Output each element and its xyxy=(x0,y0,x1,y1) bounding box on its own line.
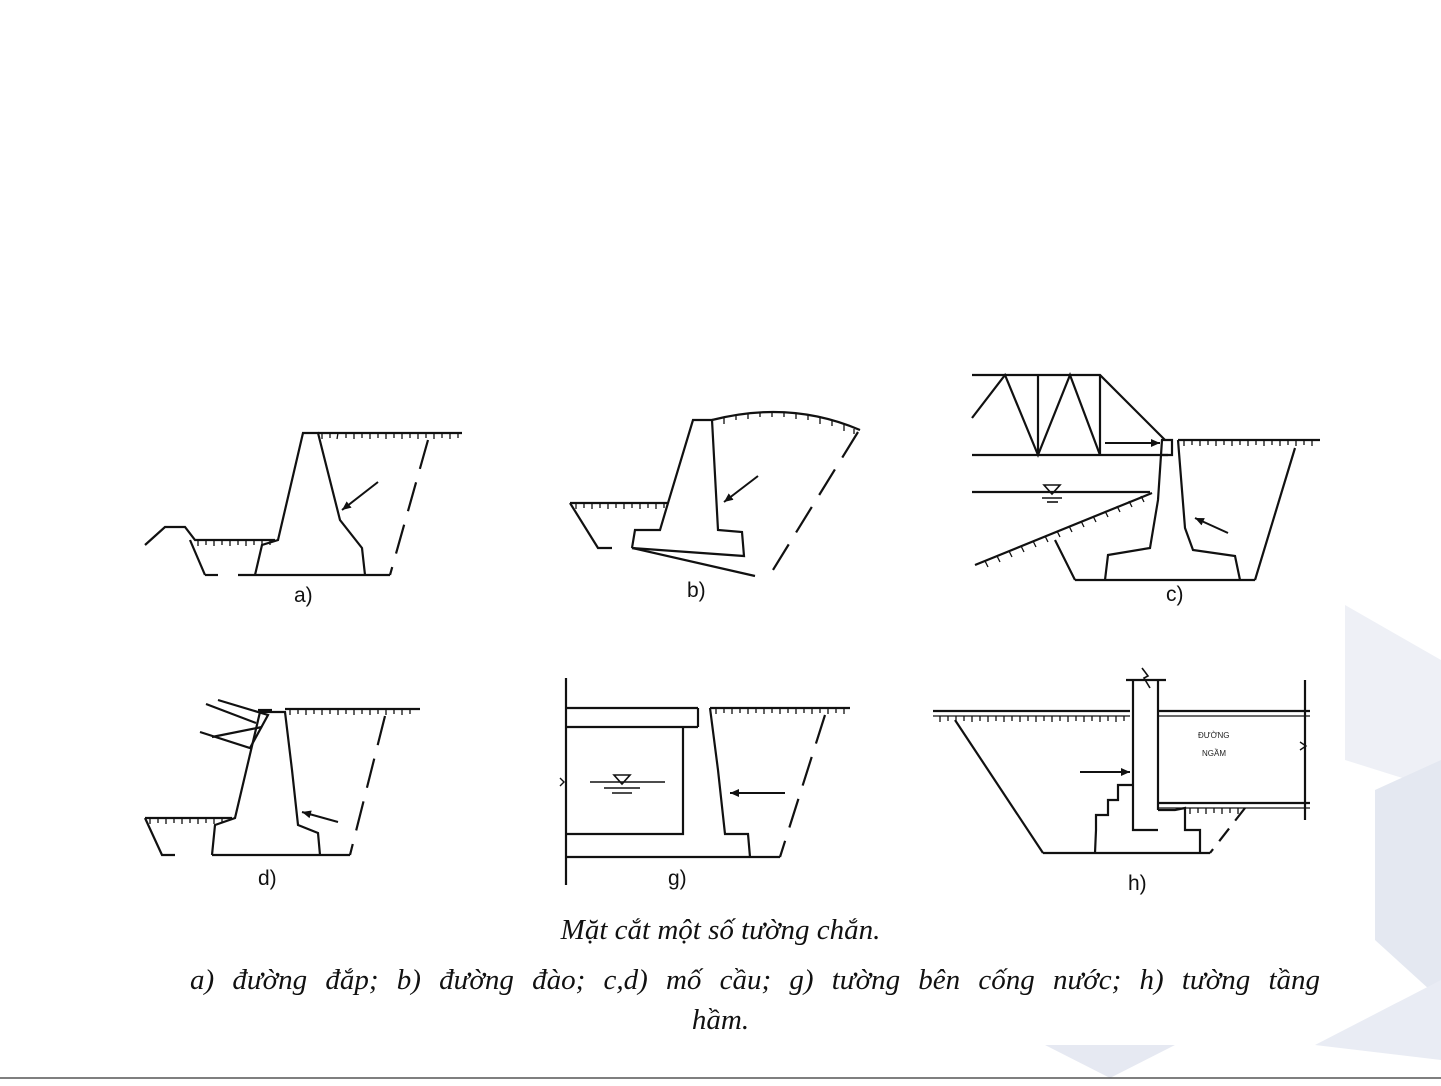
panel-d-label: d) xyxy=(258,867,277,890)
figure-caption-line-2: hầm. xyxy=(0,1004,1441,1037)
panel-h-label: h) xyxy=(1128,872,1147,895)
figure-caption-title: Mặt cắt một số tường chắn. xyxy=(0,914,1441,947)
tunnel-label-top: ĐƯỜNG xyxy=(1198,731,1229,740)
panel-a-embankment-wall: a) xyxy=(145,433,462,607)
panel-b-cut-wall: b) xyxy=(570,411,860,602)
panel-h-basement-wall: ĐƯỜNG NGẦM h) xyxy=(933,668,1310,895)
panel-b-label: b) xyxy=(687,579,706,602)
panel-g-label: g) xyxy=(668,867,687,890)
tunnel-label-bottom: NGẦM xyxy=(1202,748,1226,758)
panel-d-bridge-abutment: d) xyxy=(145,700,420,890)
figure-caption-line-1: a) đường đắp; b) đường đào; c,d) mố cầu;… xyxy=(190,964,1320,997)
panel-c-bridge-abutment: c) xyxy=(972,375,1320,606)
panel-c-label: c) xyxy=(1166,583,1184,606)
panel-g-culvert-wall: g) xyxy=(560,678,850,890)
panel-a-label: a) xyxy=(294,584,313,607)
